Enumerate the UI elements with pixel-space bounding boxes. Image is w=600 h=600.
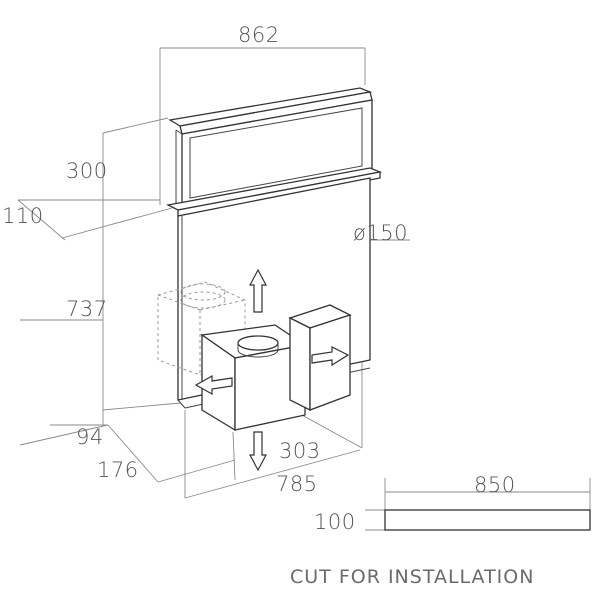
dim-depth-top: 110 bbox=[2, 204, 44, 228]
motor-unit bbox=[200, 324, 307, 432]
dim-width-top: 862 bbox=[238, 23, 280, 47]
dim-lift-height: 300 bbox=[66, 159, 108, 183]
hood-slot bbox=[165, 167, 383, 217]
dim-cut-depth: 100 bbox=[314, 510, 356, 534]
caption-cut-for-installation: CUT FOR INSTALLATION bbox=[290, 566, 534, 588]
dim-duct-diameter: ø150 bbox=[353, 221, 408, 245]
dim-bottom-depth: 176 bbox=[97, 458, 139, 482]
airflow-arrows bbox=[194, 268, 350, 472]
dim-body-height: 737 bbox=[66, 297, 108, 321]
dim-cut-width: 850 bbox=[474, 473, 516, 497]
dim-motor-offset: 303 bbox=[279, 439, 321, 463]
down-arrow-icon bbox=[249, 431, 267, 472]
dimension-labels: 862 300 110 737 94 176 303 785 ø150 bbox=[2, 23, 408, 496]
dim-bottom-offset: 94 bbox=[76, 425, 104, 449]
cut-out-inset: 850 100 bbox=[314, 473, 591, 534]
right-arrow-icon bbox=[311, 346, 350, 367]
cut-out-rectangle bbox=[384, 509, 591, 531]
side-filter-box bbox=[288, 304, 352, 412]
dim-base-width: 785 bbox=[276, 472, 318, 496]
left-arrow-icon bbox=[194, 374, 233, 396]
alternative-motor-dashed bbox=[157, 281, 246, 376]
up-arrow-icon bbox=[249, 268, 267, 313]
